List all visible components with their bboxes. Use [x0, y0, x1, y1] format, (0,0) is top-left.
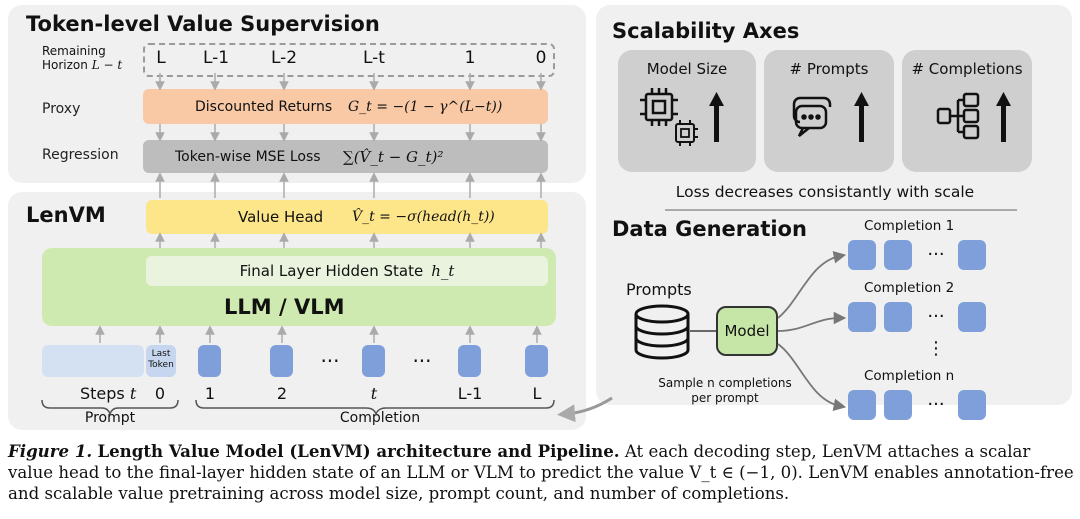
sample-line2: per prompt — [691, 391, 759, 405]
tree-icon — [936, 92, 980, 140]
step-value: 0 — [154, 384, 166, 403]
last-token-line2: Token — [148, 360, 174, 370]
horizon-value: L-t — [363, 48, 385, 68]
model-box: Model — [716, 306, 778, 356]
scalability-title: Scalability Axes — [612, 19, 800, 43]
model-text: LLM / VLM — [224, 295, 345, 319]
token-ellipsis: ··· — [412, 349, 432, 373]
model-size-card: Model Size — [618, 50, 756, 172]
horizon-value: 0 — [535, 48, 547, 68]
remaining-label-line2: Horizon — [42, 58, 88, 72]
model-to-completion-arrows — [777, 251, 847, 411]
completion-token — [848, 390, 876, 420]
hidden-state-math: h_t — [431, 262, 455, 280]
horizon-value: L-2 — [270, 48, 298, 68]
database-icon — [634, 304, 690, 360]
completion-token — [848, 240, 876, 270]
completion-ellipsis: ··· — [927, 306, 945, 327]
lenvm-title: LenVM — [26, 203, 106, 227]
prompt-token-bar — [42, 345, 144, 377]
completion-ellipsis: ··· — [927, 394, 945, 415]
completion-label: Completion — [339, 410, 421, 426]
remaining-horizon-label: Remaining Horizon L − t — [42, 44, 122, 72]
return-arrow — [557, 396, 613, 423]
step-value: L-1 — [457, 384, 483, 403]
horizon-dashed-box — [143, 43, 555, 77]
proxy-formula: G_t = −(1 − γ^(L−t)) — [348, 98, 503, 115]
prompt-label: Prompt — [84, 410, 136, 426]
up-arrow-icon — [709, 92, 1011, 142]
horizon-value: 1 — [464, 48, 476, 68]
regression-bar: Token-wise MSE Loss ∑(V̂_t − G_t)² — [143, 140, 548, 173]
completion-token — [458, 345, 481, 377]
completion-token — [958, 240, 986, 270]
step-value: L — [532, 384, 542, 403]
hidden-state-bar: Final Layer Hidden State h_t — [146, 256, 548, 286]
value-head-formula: V̂_t = −σ(head(h_t)) — [352, 209, 495, 225]
completion-ellipsis: ··· — [927, 244, 945, 265]
proxy-label: Proxy — [42, 101, 81, 117]
regression-formula: ∑(V̂_t − G_t)² — [343, 147, 444, 166]
card-label: Model Size — [646, 60, 728, 78]
completion-token — [270, 345, 293, 377]
step-value: t — [370, 384, 378, 403]
completion-label: Completion n — [864, 368, 955, 384]
figure-label: Figure 1. — [8, 441, 93, 461]
steps-text: Steps — [80, 384, 125, 403]
token-supervision-title: Token-level Value Supervision — [26, 12, 380, 36]
step-value: 1 — [204, 384, 216, 403]
completion-brace — [195, 399, 555, 417]
completion-token — [362, 345, 385, 377]
completion-token — [958, 302, 986, 332]
chip-icon — [640, 88, 698, 146]
completion-label: Completion 2 — [864, 280, 955, 296]
card-label: # Prompts — [789, 60, 869, 78]
caption-title: Length Value Model (LenVM) architecture … — [97, 441, 620, 461]
steps-label: Steps t — [80, 384, 136, 403]
prompts-card: # Prompts — [764, 50, 894, 172]
prompts-label: Prompts — [626, 280, 692, 299]
sample-note: Sample n completions per prompt — [650, 376, 800, 406]
steps-math: t — [129, 384, 137, 403]
caption-text: At each decoding step, LenVM attaches a … — [8, 442, 1074, 503]
remaining-label-line1: Remaining — [42, 44, 106, 58]
step-value: 2 — [276, 384, 288, 403]
completion-token — [848, 302, 876, 332]
completion-vdots: ⋮ — [927, 338, 945, 359]
horizon-value: L — [156, 48, 166, 68]
figure-caption: Figure 1. Length Value Model (LenVM) arc… — [8, 441, 1076, 504]
completion-label: Completion 1 — [864, 218, 955, 234]
completion-token — [884, 390, 912, 420]
model-label: Model — [724, 322, 770, 340]
chat-bubbles-icon — [792, 96, 832, 137]
loss-text: Loss decreases consistantly with scale — [675, 183, 975, 201]
hidden-state-text: Final Layer Hidden State — [239, 262, 424, 280]
card-label: # Completions — [911, 60, 1023, 78]
remaining-label-math: L − t — [91, 58, 123, 72]
horizon-value: L-1 — [202, 48, 230, 68]
token-ellipsis: ··· — [320, 349, 340, 373]
proxy-bar: Discounted Returns G_t = −(1 − γ^(L−t)) — [143, 89, 548, 124]
completion-token — [958, 390, 986, 420]
vertical-flow-arrows — [95, 73, 546, 343]
prompt-brace — [41, 399, 179, 417]
regression-text: Token-wise MSE Loss — [175, 148, 321, 165]
completion-token — [884, 302, 912, 332]
proxy-text: Discounted Returns — [195, 98, 333, 115]
completion-token — [884, 240, 912, 270]
data-generation-title: Data Generation — [612, 217, 807, 241]
last-token: Last Token — [146, 345, 176, 377]
last-token-line1: Last — [151, 349, 171, 359]
value-head-text: Value Head — [238, 208, 324, 226]
completion-token — [198, 345, 221, 377]
sample-line1: Sample n completions — [658, 376, 792, 390]
section-divider — [665, 209, 1017, 211]
regression-label: Regression — [42, 147, 119, 163]
value-head-bar: Value Head V̂_t = −σ(head(h_t)) — [146, 200, 548, 234]
completion-token — [525, 345, 548, 377]
